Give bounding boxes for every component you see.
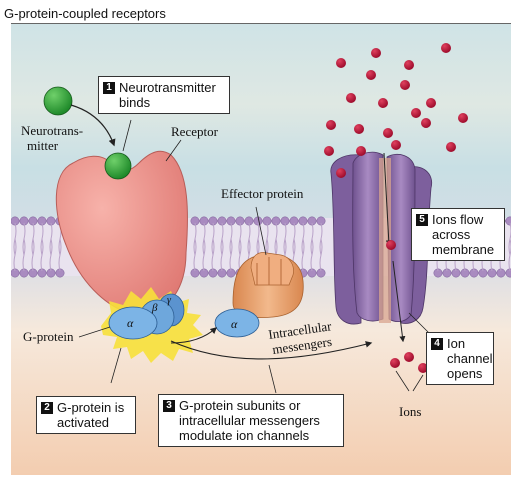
step-5-number: 5: [416, 214, 428, 226]
ion: [446, 142, 456, 152]
effector-pointer: [255, 206, 267, 256]
ion: [324, 146, 334, 156]
ion: [411, 108, 421, 118]
step-4-text: Ion channel opens: [447, 336, 493, 381]
ion: [441, 43, 451, 53]
ion: [346, 93, 356, 103]
ions-inside: [390, 352, 428, 373]
ion: [326, 120, 336, 130]
lipid-tail: [193, 238, 197, 272]
step1-pointer: [122, 119, 132, 152]
ions-pointer-right: [412, 374, 424, 392]
ion: [426, 98, 436, 108]
beta-label: β: [151, 302, 158, 314]
step-1-number: 1: [103, 82, 115, 94]
ion: [458, 113, 468, 123]
receptor-label: Receptor: [171, 124, 219, 139]
ion: [378, 98, 388, 108]
neurotransmitter-free: [43, 86, 73, 116]
step-5-callout: 5 Ions flow across membrane: [411, 208, 505, 261]
neurotransmitter-label-line2: mitter: [27, 138, 59, 153]
lipid-tail: [229, 238, 233, 272]
ion: [336, 168, 346, 178]
alpha-detached-label: α: [231, 317, 238, 331]
effector-protein-label: Effector protein: [221, 186, 304, 201]
ion: [404, 352, 414, 362]
effector-protein: [232, 252, 304, 319]
lipid-tail: [220, 238, 224, 272]
ions-outside: [324, 43, 468, 178]
g-protein: α β γ: [108, 293, 185, 340]
lipid-tail: [238, 238, 242, 272]
ion-flow-arrow: [383, 152, 392, 247]
ion: [418, 363, 428, 373]
ion: [336, 58, 346, 68]
ion: [400, 80, 410, 90]
ion-exit-arrow: [392, 260, 406, 343]
lipid-tail: [301, 238, 305, 272]
lipid-tail: [508, 238, 511, 272]
alpha-label: α: [127, 316, 134, 330]
step-1-text: Neurotransmitter binds: [119, 80, 216, 110]
step4-pointer: [408, 312, 430, 334]
lipid-tail: [202, 238, 206, 272]
neurotransmitter-label-line1: Neurotrans-: [21, 123, 83, 138]
ion-channel: [330, 151, 433, 325]
step2-pointer: [110, 347, 122, 384]
ions-label: Ions: [399, 404, 421, 419]
lipid-tail: [22, 238, 26, 272]
step-2-number: 2: [41, 402, 53, 414]
g-protein-pointer: [78, 326, 111, 338]
neurotransmitter-bound: [104, 152, 132, 180]
step-3-number: 3: [163, 400, 175, 412]
ion: [390, 358, 400, 368]
lipid-tail: [49, 238, 53, 272]
lipid-tail: [211, 238, 215, 272]
figure-title: G-protein-coupled receptors: [4, 6, 166, 21]
lipid-tail: [13, 238, 17, 272]
step-4-callout: 4 Ion channel opens: [426, 332, 494, 385]
ion: [366, 70, 376, 80]
step-4-number: 4: [431, 338, 443, 350]
ion: [383, 128, 393, 138]
g-protein-alpha: [108, 306, 158, 340]
ion: [421, 118, 431, 128]
lipid-tail: [58, 238, 62, 272]
ion-in-channel: [386, 240, 396, 250]
receptor-pointer: [165, 139, 182, 162]
step-2-callout: 2 G-protein is activated: [36, 396, 136, 434]
gamma-label: γ: [167, 295, 172, 306]
step-3-text: G-protein subunits or intracellular mess…: [179, 398, 320, 443]
step-3-callout: 3 G-protein subunits or intracellular me…: [158, 394, 344, 447]
g-protein-label: G-protein: [23, 329, 74, 344]
binding-arrow: [70, 104, 116, 147]
step-5-text: Ions flow across membrane: [432, 212, 495, 257]
lipid-tail: [319, 238, 323, 272]
ion: [354, 124, 364, 134]
lipid-tail: [310, 238, 314, 272]
ions-pointer-left: [395, 370, 410, 392]
frame-top-border: [11, 23, 511, 24]
ion: [356, 146, 366, 156]
ion: [391, 140, 401, 150]
ion: [404, 60, 414, 70]
arrow-messengers: [170, 340, 373, 360]
step3-pointer: [268, 364, 277, 394]
g-protein-alpha-detached: α: [214, 308, 260, 338]
step-1-callout: 1 Neurotransmitter binds: [98, 76, 230, 114]
ion: [371, 48, 381, 58]
step-2-text: G-protein is activated: [57, 400, 125, 430]
lipid-tail: [31, 238, 35, 272]
lipid-tail: [40, 238, 44, 272]
